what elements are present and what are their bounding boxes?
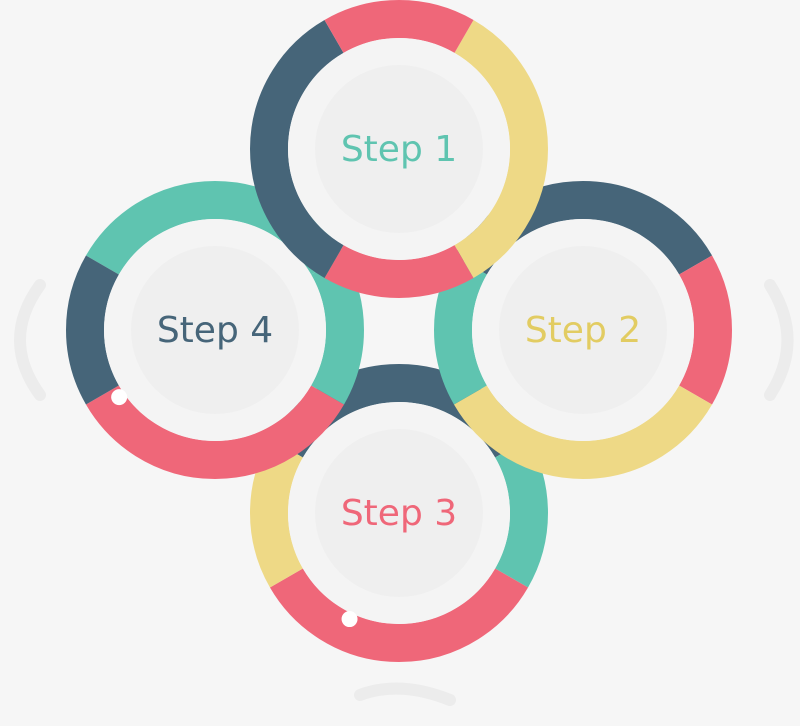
step-3-ring-segment <box>269 568 529 662</box>
left-cycle-arrow-icon <box>14 279 46 401</box>
step-4-ring-segment <box>85 385 345 479</box>
step-3-label: Step 3 <box>341 493 457 534</box>
step-4-inner-core <box>131 246 299 414</box>
bottom-cycle-arrow-icon <box>354 682 456 706</box>
step-3-inner-core <box>315 429 483 597</box>
step-2-ring-segment <box>453 385 713 479</box>
step-2-ring <box>434 181 732 479</box>
step-1-ring-segment <box>454 19 548 279</box>
step-4-marker-dot <box>111 389 128 406</box>
right-cycle-arrow-icon <box>764 279 794 401</box>
step-1-label: Step 1 <box>341 129 457 170</box>
step-2-ring-segment <box>678 255 732 405</box>
step-rings <box>66 0 732 662</box>
step-2-inner-core <box>499 246 667 414</box>
background-cycle-arrows <box>14 279 794 706</box>
step-1-ring <box>250 0 548 298</box>
step-1-inner-core <box>315 65 483 233</box>
step-1-ring-segment <box>324 244 474 298</box>
step-1-ring-segment <box>324 0 474 54</box>
step-2-label: Step 2 <box>525 310 641 351</box>
step-4-label: Step 4 <box>157 310 273 351</box>
step-labels: Step 1 Step 2 Step 3 Step 4 <box>157 129 641 534</box>
step-4-ring-segment <box>66 255 120 405</box>
step-1-ring-segment <box>250 19 344 279</box>
step-3-marker-dot <box>341 611 358 628</box>
